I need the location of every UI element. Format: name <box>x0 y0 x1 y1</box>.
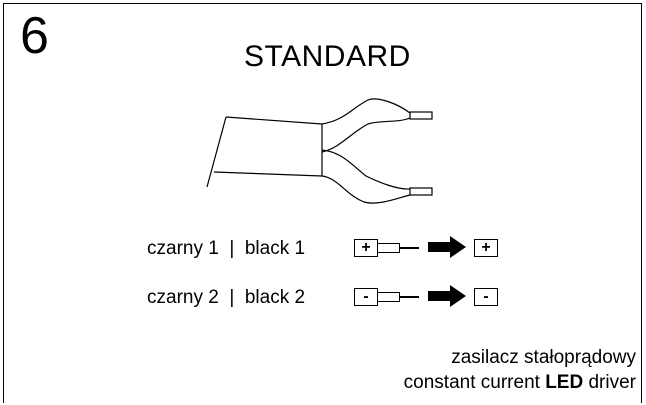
lower-wire <box>321 149 411 190</box>
driver-label-en: constant current LED driver <box>403 372 636 393</box>
wire-label-2: czarny 2 | black 2 <box>147 287 306 308</box>
wire2-right-terminal: - <box>474 288 498 306</box>
lower-wire-tip <box>409 187 433 196</box>
upper-wire <box>321 98 411 125</box>
wire2-left-terminal: - <box>354 288 378 306</box>
arrow-right-icon <box>428 285 466 307</box>
figure-number: 6 <box>20 7 49 65</box>
cable-cut-edge <box>206 116 227 188</box>
cable-bottom-edge <box>213 171 323 177</box>
diagram-frame <box>3 3 642 403</box>
wire2-plug <box>378 292 400 302</box>
driver-label-pl: zasilacz stałoprądowy <box>451 347 636 368</box>
upper-wire-tip <box>409 111 433 120</box>
wire1-left-terminal: + <box>354 239 378 257</box>
wire1-plug-line <box>399 247 419 249</box>
wire-label-1: czarny 1 | black 1 <box>147 238 306 259</box>
diagram-title: STANDARD <box>244 40 411 73</box>
wire2-plug-line <box>399 296 419 298</box>
cable-top-edge <box>225 116 323 125</box>
wire1-plug <box>378 243 400 253</box>
arrow-right-icon <box>428 236 466 258</box>
wire1-right-terminal: + <box>474 239 498 257</box>
